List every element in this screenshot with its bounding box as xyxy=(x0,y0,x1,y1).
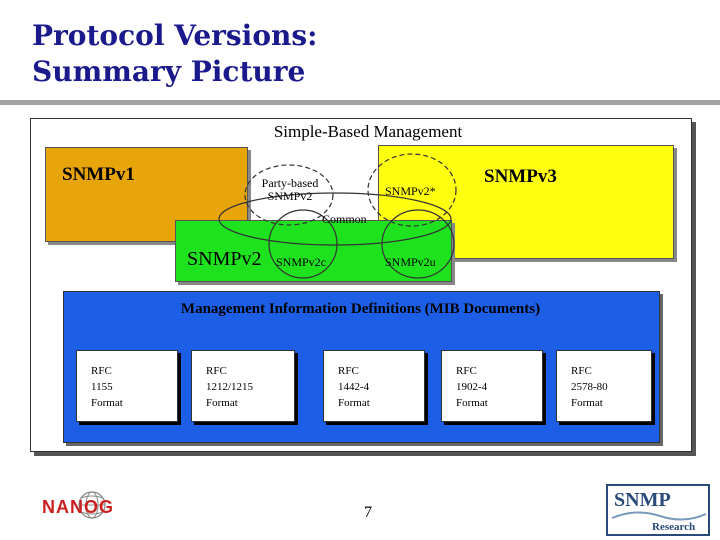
nanog-logo-text: NANOG xyxy=(42,497,114,517)
party-based-label-line1: Party-based xyxy=(261,176,319,190)
party-based-ellipse xyxy=(244,164,334,226)
mib-title: Management Information Definitions (MIB … xyxy=(180,301,541,317)
version-ellipses xyxy=(218,153,457,279)
snmpv2u-ellipse xyxy=(381,209,455,279)
research-logo-text: Research xyxy=(652,521,695,533)
rfc-1212-box: RFC 1212/1215 Format xyxy=(191,350,295,422)
snmpv2-star-label: SNMPv2* xyxy=(385,184,436,198)
snmp-logo-text: SNMP xyxy=(614,489,671,511)
simple-based-management-label: Simple-Based Management xyxy=(273,122,463,141)
party-based-label-line2: SNMPv2 xyxy=(267,189,313,203)
rfc-2578-box: RFC 2578-80 Format xyxy=(556,350,652,422)
snmpv2u-label: SNMPv2u xyxy=(385,255,436,269)
page-number: 7 xyxy=(364,504,372,521)
title-divider xyxy=(0,100,720,105)
rfc-1442-box: RFC 1442-4 Format xyxy=(323,350,425,422)
rfc-2578-text: RFC 2578-80 Format xyxy=(571,365,608,409)
rfc-1902-box: RFC 1902-4 Format xyxy=(441,350,543,422)
rfc-1212-text: RFC 1212/1215 Format xyxy=(206,365,254,409)
rfc-1155-text: RFC 1155 Format xyxy=(91,365,123,409)
nanog-globe-icon xyxy=(78,491,106,519)
nanog-logo: NANOG xyxy=(42,491,114,519)
snmpv2-box xyxy=(175,220,452,282)
logo-swoosh-icon xyxy=(611,511,707,521)
party-based-label: Party-based SNMPv2 xyxy=(260,177,320,203)
snmpv2-label: SNMPv2 xyxy=(187,248,262,270)
common-ellipse xyxy=(218,192,452,246)
rfc-1902-text: RFC 1902-4 Format xyxy=(456,365,488,409)
snmpv1-label: SNMPv1 xyxy=(62,164,135,185)
snmp-research-logo: SNMP Research xyxy=(606,484,710,536)
snmpv3-label: SNMPv3 xyxy=(484,166,557,187)
slide-title-line2: Summary Picture xyxy=(32,55,306,88)
slide-title-line1: Protocol Versions: xyxy=(32,19,318,52)
common-label: Common xyxy=(322,212,367,226)
slide-title: Protocol Versions: Summary Picture xyxy=(32,18,317,90)
snmpv2c-ellipse xyxy=(268,209,338,279)
snmpv2c-label: SNMPv2c xyxy=(276,255,327,269)
snmpv2-star-ellipse xyxy=(367,153,457,227)
rfc-1155-box: RFC 1155 Format xyxy=(76,350,178,422)
rfc-1442-text: RFC 1442-4 Format xyxy=(338,365,370,409)
